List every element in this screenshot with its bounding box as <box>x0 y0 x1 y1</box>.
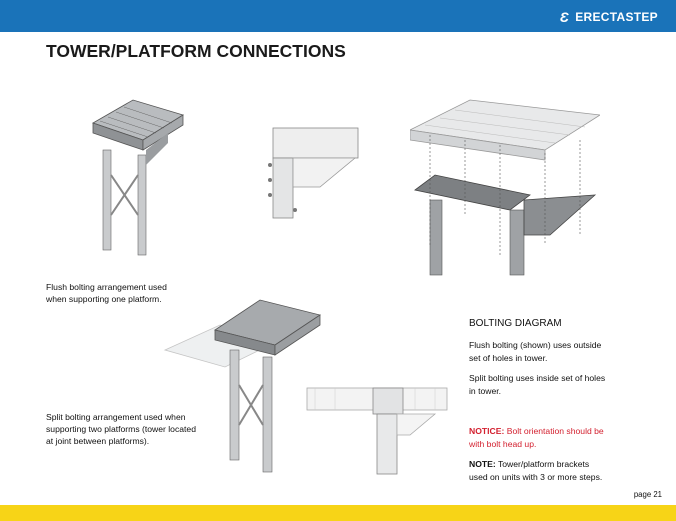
text-line: used on units with 3 or more steps. <box>469 471 603 482</box>
bolting-heading: BOLTING DIAGRAM <box>469 318 562 329</box>
caption-line: Flush bolting arrangement used <box>46 282 167 292</box>
notice-text: NOTICE: Bolt orientation should be with … <box>469 425 629 450</box>
note-label: NOTE: <box>469 459 496 469</box>
text-line: set of holes in tower. <box>469 352 548 363</box>
caption-line: Split bolting arrangement used when <box>46 412 186 422</box>
caption-line: at joint between platforms). <box>46 436 150 446</box>
header-bar: Ɛ ERECTASTEP <box>0 0 676 32</box>
tower-split-illustration <box>163 299 321 473</box>
logo-e-icon: Ɛ <box>559 9 570 25</box>
bolting-split-text: Split bolting uses inside set of holes i… <box>469 372 629 397</box>
notice-label: NOTICE: <box>469 426 505 436</box>
logo-text: ERECTASTEP <box>575 10 658 24</box>
text-line: with bolt head up. <box>469 438 537 449</box>
text-line: Flush bolting (shown) uses outside <box>469 340 602 350</box>
bracket-detail-illustration <box>268 127 359 219</box>
footer-bar <box>0 505 676 521</box>
flush-caption: Flush bolting arrangement used when supp… <box>46 281 167 305</box>
text-line: Tower/platform brackets <box>497 459 590 469</box>
bolting-diagram-illustration <box>410 99 600 276</box>
caption-line: supporting two platforms (tower located <box>46 424 196 434</box>
bolting-flush-text: Flush bolting (shown) uses outside set o… <box>469 339 629 364</box>
brand-logo: Ɛ ERECTASTEP <box>560 9 658 25</box>
split-bracket-detail-illustration <box>306 387 448 475</box>
tower-flush-illustration <box>92 99 184 256</box>
caption-line: when supporting one platform. <box>46 294 162 304</box>
note-text: NOTE: Tower/platform brackets used on un… <box>469 458 629 483</box>
split-caption: Split bolting arrangement used when supp… <box>46 411 196 447</box>
page-number: page 21 <box>633 490 662 499</box>
page-title: TOWER/PLATFORM CONNECTIONS <box>46 41 346 61</box>
text-line: in tower. <box>469 385 502 396</box>
text-line: Split bolting uses inside set of holes <box>469 373 606 383</box>
text-line: Bolt orientation should be <box>506 426 604 436</box>
